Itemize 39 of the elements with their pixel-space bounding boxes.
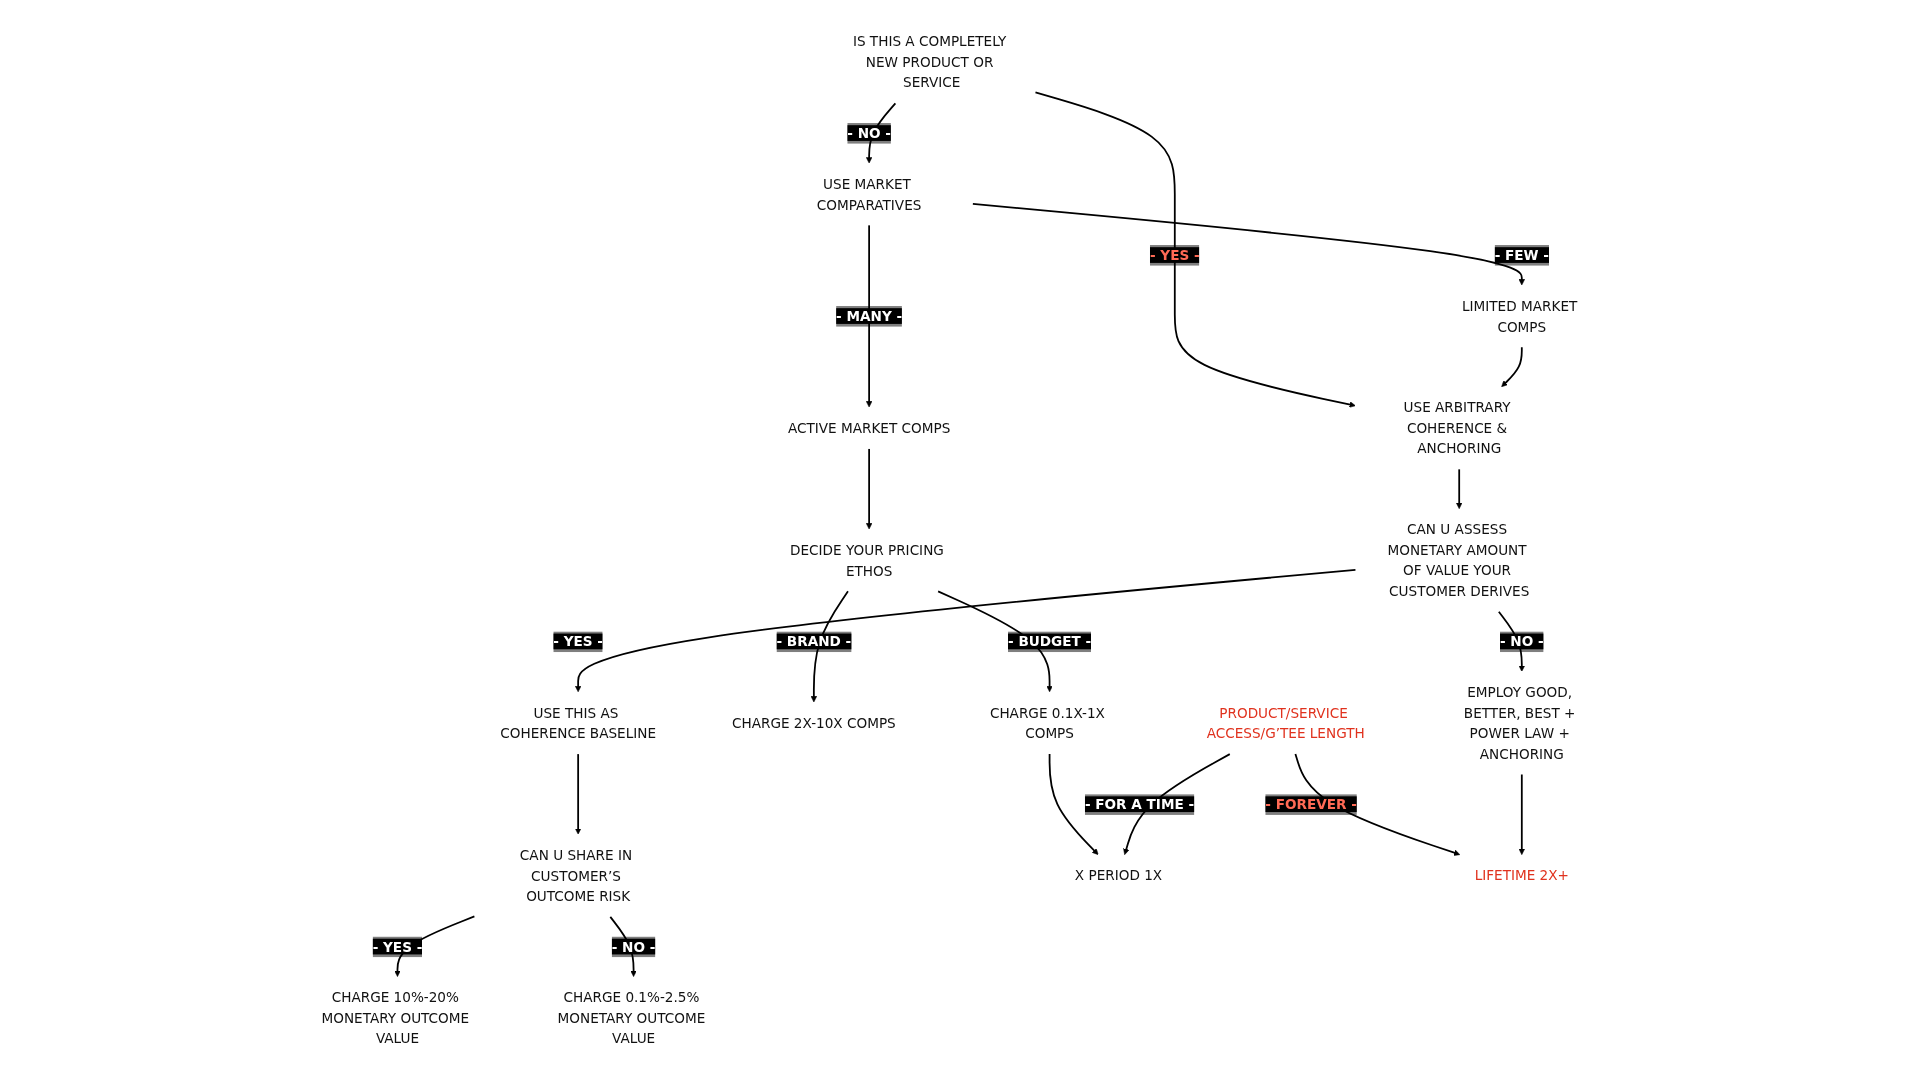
node-text: CHARGE 0.1X-1X COMPS: [990, 704, 1106, 741]
edge-label: - YES -: [1150, 247, 1200, 263]
node-text: USE MARKET COMPARATIVES: [817, 176, 922, 213]
node-text: USE ARBITRARY COHERENCE & ANCHORING: [1403, 399, 1511, 457]
node-text: CHARGE 2X-10X COMPS: [732, 714, 897, 731]
node-text: EMPLOY GOOD, BETTER, BEST + POWER LAW + ANCHORING: [1464, 684, 1576, 762]
arrow: [811, 590, 850, 703]
edge-label: - FEW -: [1495, 245, 1550, 266]
arrow: [866, 224, 873, 408]
node-text: DECIDE YOUR PRICING ETHOS: [790, 541, 945, 579]
edge-label: - NO -: [1500, 631, 1544, 652]
arrow: [575, 753, 582, 835]
edge-label: - YES -: [553, 631, 604, 652]
node-text: LIFETIME 2X+: [1475, 867, 1570, 884]
arrow: [866, 448, 873, 530]
node-text: X PERIOD 1X: [1075, 867, 1163, 884]
node-text: USE THIS AS COHERENCE BASELINE: [500, 704, 657, 741]
edge-label: - FOR A TIME -: [1085, 794, 1195, 815]
node-text: IS THIS A COMPLETELY NEW PRODUCT OR SERVICE: [853, 33, 1007, 91]
edge-label: - NO -: [612, 938, 656, 955]
node-text: CHARGE 10%-20% MONETARY OUTCOME VALUE: [321, 989, 470, 1046]
edge-label: - NO -: [847, 125, 892, 141]
node-text: ACTIVE MARKET COMPS: [788, 419, 951, 436]
arrow: [1519, 773, 1526, 855]
edge-label: - MANY -: [836, 306, 903, 327]
arrow: [1501, 346, 1524, 387]
node-text: LIMITED MARKET COMPS: [1462, 298, 1578, 335]
arrow: [1034, 91, 1357, 408]
node-text: CAN U ASSESS MONETARY AMOUNT OF VALUE YOUR CUSTOMER DERIVES: [1387, 521, 1530, 599]
edge-label: - BUDGET -: [1008, 631, 1092, 652]
arrow: [1456, 468, 1463, 509]
edge-label: - BRAND -: [776, 631, 852, 652]
edge-label: - FOREVER -: [1265, 794, 1358, 815]
arrow: [972, 203, 1526, 286]
edge-label: - YES -: [372, 938, 423, 955]
node-text: CHARGE 0.1%-2.5% MONETARY OUTCOME VALUE: [558, 989, 706, 1046]
node-text: CAN U SHARE IN CUSTOMER’S OUTCOME RISK: [520, 847, 633, 904]
node-text: PRODUCT/SERVICE ACCESS/G’TEE LENGTH: [1207, 704, 1366, 741]
arrow: [1049, 753, 1099, 855]
